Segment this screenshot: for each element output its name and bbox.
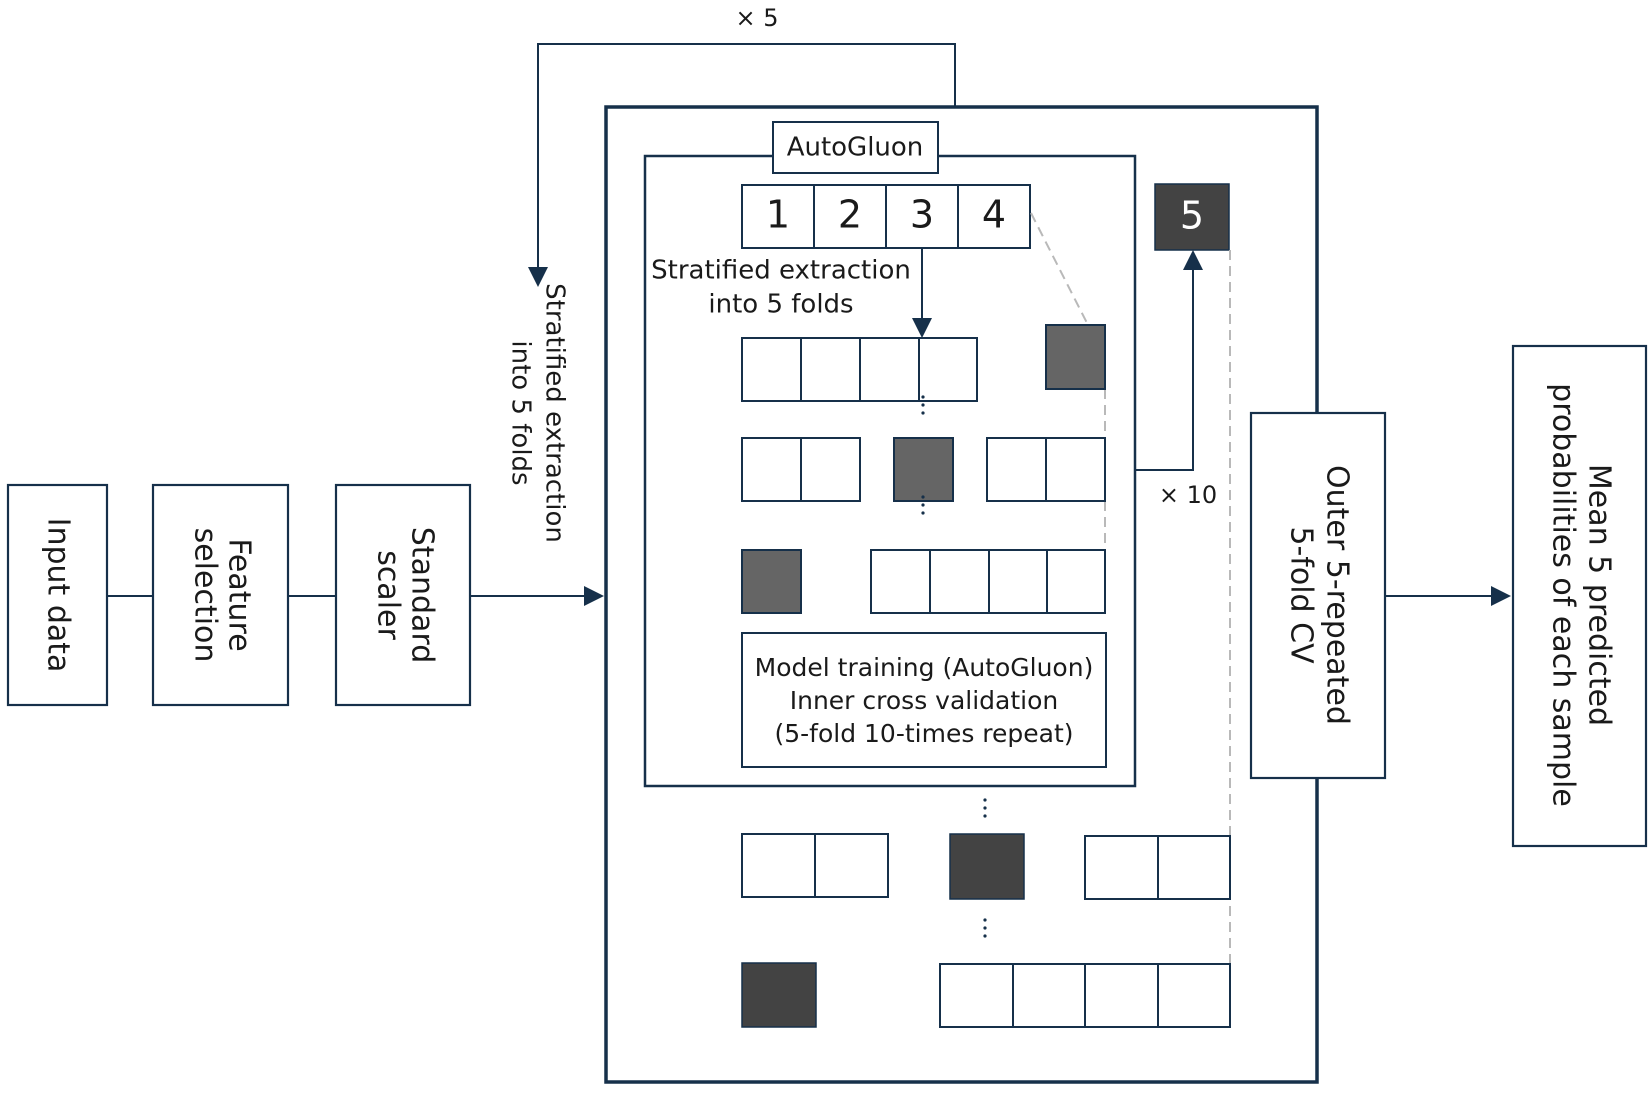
outer-repeat-label: × 5	[735, 4, 778, 32]
fold-2-number: 2	[838, 193, 862, 237]
fold-3: 3	[885, 184, 959, 249]
fold-3-number: 3	[910, 193, 934, 237]
fold-4-number: 4	[982, 193, 1006, 237]
outer-loop-line	[528, 43, 956, 287]
test-fold-5-number: 5	[1180, 194, 1204, 238]
inner-test-fold-1	[1045, 324, 1106, 390]
dashed-guide-fold-4	[1030, 212, 1089, 326]
input-data-label: Input data	[41, 518, 76, 673]
ellipsis-dots	[921, 395, 987, 938]
model-training-line-3: (5-fold 10-times repeat)	[774, 719, 1073, 748]
fold-1: 1	[741, 184, 815, 249]
outer-cv-label-line-1: Outer 5-repeated	[1320, 465, 1355, 725]
outer-test-fold-2	[741, 962, 817, 1028]
fold-4: 4	[957, 184, 1031, 249]
inner-extraction-label-line-1: Stratified extraction	[651, 256, 911, 286]
inner-test-fold-2	[893, 437, 954, 502]
inner-fold-row-2	[741, 437, 1106, 502]
model-training-line-1: Model training (AutoGluon)	[755, 653, 1094, 682]
outer-cv-box: Outer 5-repeated 5-fold CV	[1249, 411, 1387, 780]
output-label-line-1: Mean 5 predicted	[1582, 464, 1617, 726]
inner-test-fold-3	[741, 549, 802, 614]
inner-fold-row-1	[741, 337, 978, 402]
outer-cv-label-line-2: 5-fold CV	[1284, 526, 1319, 664]
standard-scaler-label-line-1: Standard	[405, 527, 440, 663]
outer-fold-row-1	[741, 833, 1231, 900]
inner-extraction-label-line-2: into 5 folds	[708, 290, 853, 320]
fold-2: 2	[813, 184, 887, 249]
model-training-line-2: Inner cross validation	[790, 686, 1059, 715]
fold-1-number: 1	[766, 193, 790, 237]
feature-selection-label-line-2: selection	[188, 528, 223, 663]
numbered-folds: 1 2 3 4	[741, 184, 1031, 249]
outer-extraction-label-line-1: Stratified extraction	[540, 283, 570, 543]
standard-scaler-box: Standard scaler	[334, 483, 472, 707]
outer-loop-arrow: × 5 Stratified extraction into 5 folds	[506, 4, 956, 543]
input-data-box: Input data	[6, 483, 109, 707]
inner-loop-arrow	[1135, 250, 1203, 471]
outer-test-fold-1	[949, 833, 1025, 900]
outer-fold-row-2	[939, 963, 1231, 1028]
feature-selection-label-line-1: Feature	[222, 538, 257, 651]
output-label-line-2: probabilities of each sample	[1546, 383, 1581, 807]
feature-selection-box: Feature selection	[151, 483, 290, 707]
standard-scaler-label-line-2: scaler	[371, 550, 406, 640]
model-training-box: Model training (AutoGluon) Inner cross v…	[741, 632, 1107, 768]
test-fold-5: 5	[1154, 183, 1230, 251]
output-box: Mean 5 predicted probabilities of each s…	[1511, 344, 1648, 848]
inner-fold-row-3	[870, 549, 1106, 614]
autogluon-label-box	[772, 121, 939, 174]
outer-extraction-label-line-2: into 5 folds	[506, 340, 536, 485]
inner-repeat-label: × 10	[1159, 481, 1217, 509]
autogluon-label: AutoGluon	[787, 133, 924, 163]
